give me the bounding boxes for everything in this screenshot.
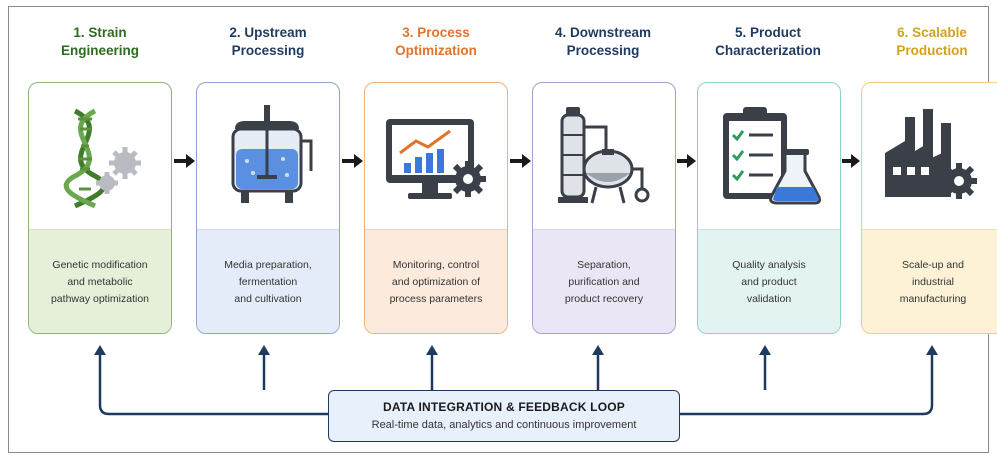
feedback-loop-title: DATA INTEGRATION & FEEDBACK LOOP bbox=[383, 400, 625, 414]
right-arrow-icon bbox=[342, 154, 363, 168]
feedback-loop-subtitle: Real-time data, analytics and continuous… bbox=[371, 419, 637, 431]
right-arrow-icon bbox=[842, 154, 860, 168]
bioreactor-icon bbox=[197, 83, 339, 229]
factory-gear-icon bbox=[862, 83, 997, 229]
right-arrow-icon bbox=[174, 154, 195, 168]
clipboard-flask-icon bbox=[698, 83, 840, 229]
dna-gears-icon bbox=[29, 83, 171, 229]
distillation-column-icon bbox=[533, 83, 675, 229]
right-arrow-icon bbox=[677, 154, 696, 168]
right-arrow-icon bbox=[510, 154, 531, 168]
up-arrow-heads bbox=[94, 345, 938, 355]
monitor-chart-gear-icon bbox=[365, 83, 507, 229]
feedback-loop-box: DATA INTEGRATION & FEEDBACK LOOP Real-ti… bbox=[328, 390, 680, 442]
feedback-loop-lines bbox=[98, 355, 934, 416]
